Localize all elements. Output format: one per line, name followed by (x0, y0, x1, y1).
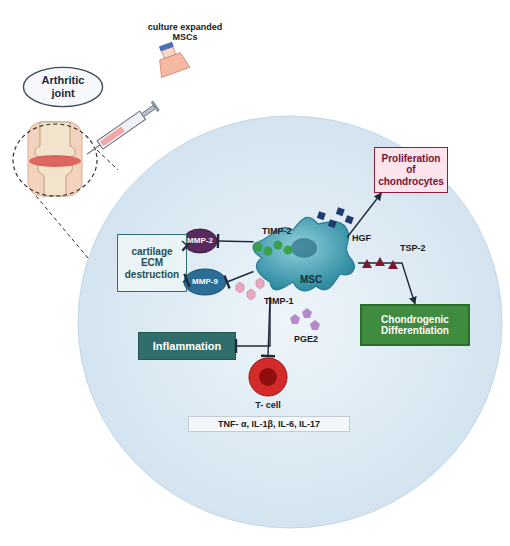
molecule-label: TIMP-2 (262, 226, 292, 236)
inhibition-connector (227, 272, 254, 283)
molecule-label: HGF (352, 233, 371, 243)
molecule-label: TSP-2 (400, 243, 426, 253)
culture-flask (151, 39, 189, 77)
node-text: cartilage ECM destruction (121, 246, 183, 281)
node-text: MMP-2 (187, 236, 213, 245)
node-text: MSC (300, 274, 322, 286)
zoom-circle (78, 116, 502, 528)
inhibition-connector (182, 241, 187, 246)
node-text: Proliferation of chondrocytes (378, 153, 444, 188)
node-text: Inflammation (153, 340, 221, 353)
effect-box: cartilage ECM destruction (117, 234, 187, 292)
hgf-molecules (317, 207, 354, 228)
inhibition-connector (183, 280, 187, 282)
zoom-line (36, 196, 88, 258)
knee-illustration (13, 122, 97, 196)
molecule-label: TIMP-1 (264, 296, 294, 306)
outcome-box: Chondrogenic Differentiation (360, 304, 470, 346)
effect-box: Inflammation (138, 332, 236, 360)
node-text: Arthritic joint (36, 74, 90, 99)
timp1-molecules (236, 278, 264, 300)
tsp2-molecules (362, 257, 398, 269)
node-text: T- cell (255, 400, 281, 410)
timp2-molecules (254, 241, 293, 256)
outcome-box: Proliferation of chondrocytes (374, 147, 448, 193)
stem-cell: MSC (248, 212, 358, 297)
arrow-connector (347, 193, 381, 238)
node-text: MMP-9 (192, 277, 218, 286)
t-cell: T- cell (238, 356, 298, 410)
node-text: Chondrogenic Differentiation (365, 314, 465, 337)
enzyme-ellipse: MMP-9 (183, 268, 227, 296)
enzyme-ellipse: MMP-2 (182, 228, 218, 254)
pge2-molecules (290, 308, 320, 330)
arrow-connector (358, 263, 415, 304)
joint-ellipse: Arthritic joint (22, 66, 104, 108)
syringe (83, 101, 160, 160)
cytokine-list: TNF- α, IL-1β, IL-6, IL-17 (188, 416, 350, 432)
zoom-line (97, 150, 118, 170)
inhibition-connector (218, 240, 254, 242)
source-note: culture expanded MSCs (140, 22, 230, 43)
molecule-label: PGE2 (294, 334, 318, 344)
